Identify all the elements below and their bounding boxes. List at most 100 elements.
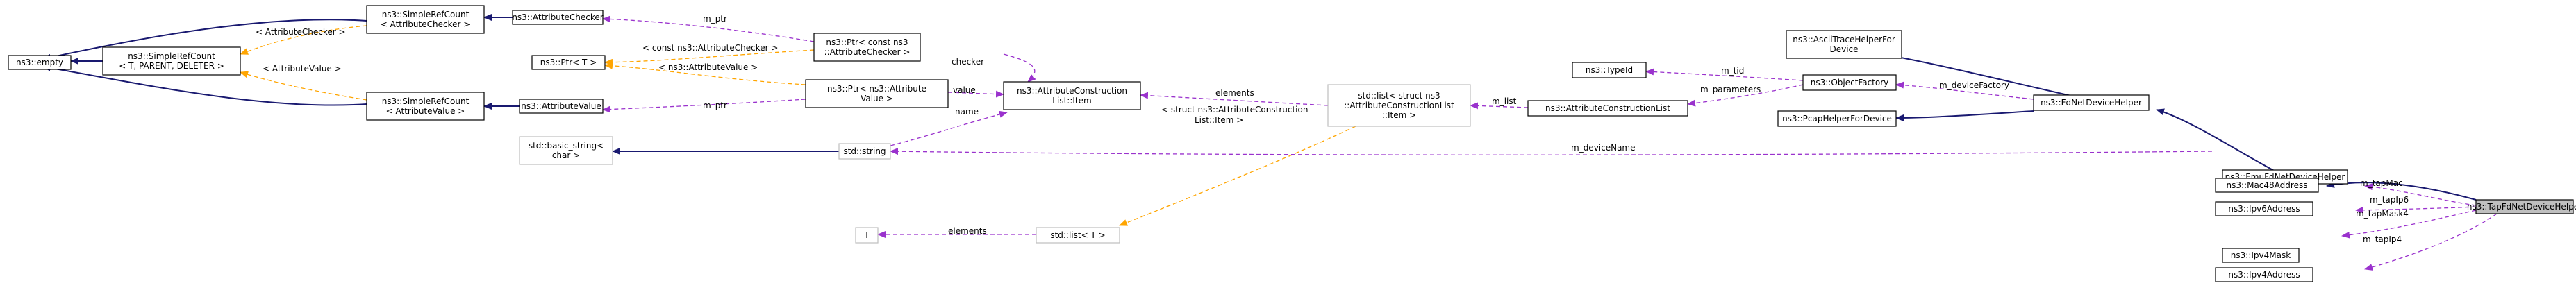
node-box xyxy=(2033,94,2150,111)
edge-m-tap-mask4 xyxy=(2341,210,2477,239)
node-box xyxy=(366,92,485,121)
node-attribute-checker[interactable]: ns3::AttributeChecker xyxy=(512,10,604,25)
node-label-line: < AttributeChecker > xyxy=(381,19,471,29)
label-m-tap-ip6: m_tapIp6 xyxy=(2370,195,2409,205)
label-value: value xyxy=(953,85,976,95)
node-fd-net-device-helper[interactable]: ns3::FdNetDeviceHelper xyxy=(2033,94,2150,111)
edge-list-item-tmpl xyxy=(1119,126,1356,226)
node-attribute-construction-list[interactable]: ns3::AttributeConstructionList xyxy=(1527,100,1688,117)
node-std-string[interactable]: std::string xyxy=(838,143,891,160)
edge-labels: < AttributeChecker > < AttributeValue > … xyxy=(256,14,2409,244)
node-box xyxy=(2215,201,2313,216)
edge-checker xyxy=(1003,53,1036,83)
edge-elements-item xyxy=(1140,92,1329,106)
node-label-line: ::AttributeChecker > xyxy=(824,47,911,57)
node-attribute-value[interactable]: ns3::AttributeValue xyxy=(519,99,604,114)
node-label-line: T xyxy=(863,230,870,240)
node-ptr-const-attribute-checker[interactable]: ns3::Ptr< const ns3::AttributeChecker > xyxy=(813,33,921,62)
node-simple-ref-count-attribute-value[interactable]: ns3::SimpleRefCount< AttributeValue > xyxy=(366,92,485,121)
label-attrvalue-tmpl: < ns3::AttributeValue > xyxy=(658,62,758,72)
edge-m-tap-ip6 xyxy=(2355,206,2477,214)
edge-value xyxy=(947,90,1004,98)
edge-m-parameters xyxy=(1687,84,1804,107)
node-label-line: ns3::PcapHelperForDevice xyxy=(1782,114,1892,123)
node-label-line: char > xyxy=(552,151,580,160)
label-m-tap-ip4: m_tapIp4 xyxy=(2363,234,2402,244)
edges xyxy=(42,14,2498,271)
node-box xyxy=(531,55,606,70)
node-t[interactable]: T xyxy=(855,227,879,244)
node-object-factory[interactable]: ns3::ObjectFactory xyxy=(1802,74,1897,91)
node-label-line: ns3::Ptr< const ns3 xyxy=(826,37,908,47)
nodes: ns3::empty ns3::SimpleRefCount< T, PAREN… xyxy=(8,5,2576,282)
node-label-line: ns3::Ptr< T > xyxy=(540,58,597,67)
node-simple-ref-count-attribute-checker[interactable]: ns3::SimpleRefCount< AttributeChecker > xyxy=(366,5,485,34)
label-checker-tmpl: < AttributeChecker > xyxy=(256,27,346,37)
node-std-list-attribute-construction-list-item[interactable]: std::list< struct ns3::AttributeConstruc… xyxy=(1327,84,1471,127)
node-label-line: ::Item > xyxy=(1382,110,1416,120)
node-label-line: ns3::Ipv4Mask xyxy=(2231,250,2291,260)
node-std-list-t[interactable]: std::list< T > xyxy=(1036,227,1120,244)
node-box xyxy=(102,46,241,76)
node-label-line: Value > xyxy=(861,94,893,103)
node-ipv4-address[interactable]: ns3::Ipv4Address xyxy=(2215,267,2313,282)
label-m-list: m_list xyxy=(1492,96,1517,106)
node-tap-fd-net-device-helper[interactable]: ns3::TapFdNetDeviceHelper xyxy=(2467,199,2576,214)
node-simple-ref-count-t-parent-deleter[interactable]: ns3::SimpleRefCount< T, PARENT, DELETER … xyxy=(102,46,241,76)
node-label-line: ns3::FdNetDeviceHelper xyxy=(2041,98,2142,108)
edge-src-value-to-empty xyxy=(42,64,367,106)
edge-m-device-factory xyxy=(1895,81,2034,100)
label-checker: checker xyxy=(952,57,984,67)
node-ns3-empty[interactable]: ns3::empty xyxy=(8,55,72,70)
node-ipv6-address[interactable]: ns3::Ipv6Address xyxy=(2215,201,2313,216)
node-ptr-t[interactable]: ns3::Ptr< T > xyxy=(531,55,606,70)
node-box xyxy=(1003,81,1141,110)
node-label-line: Device xyxy=(1829,44,1858,54)
node-mac48-address[interactable]: ns3::Mac48Address xyxy=(2215,178,2319,193)
node-type-id[interactable]: ns3::TypeId xyxy=(1572,62,1647,78)
edge-m-list xyxy=(1470,102,1529,110)
node-label-line: ns3::AttributeConstructionList xyxy=(1545,103,1670,113)
node-label-line: List::Item xyxy=(1052,96,1091,105)
label-m-device-factory: m_deviceFactory xyxy=(1939,80,2009,90)
node-label-line: ns3::Ipv4Address xyxy=(2228,270,2300,280)
edge-fdnet-to-pcap xyxy=(1895,110,2034,121)
edge-m-tap-ip4 xyxy=(2364,213,2498,271)
node-label-line: std::basic_string< xyxy=(529,141,604,151)
node-box xyxy=(1802,74,1897,91)
node-label-line: ns3::AttributeChecker xyxy=(512,12,603,22)
node-attribute-construction-list-item[interactable]: ns3::AttributeConstructionList::Item xyxy=(1003,81,1141,110)
node-label-line: ns3::AsciiTraceHelperFor xyxy=(1793,35,1895,44)
node-std-basic-string[interactable]: std::basic_string<char > xyxy=(519,136,613,165)
node-label-line: < T, PARENT, DELETER > xyxy=(119,61,224,71)
node-ipv4-mask[interactable]: ns3::Ipv4Mask xyxy=(2222,248,2300,263)
node-label-line: ns3::AttributeConstruction xyxy=(1017,86,1127,96)
edge-emu-to-fdnet xyxy=(2156,108,2286,177)
node-ptr-attribute-value[interactable]: ns3::Ptr< ns3::AttributeValue > xyxy=(805,79,949,108)
node-label-line: < AttributeValue > xyxy=(386,106,465,116)
label-m-tap-mask4: m_tapMask4 xyxy=(2356,209,2409,219)
node-pcap-helper-for-device[interactable]: ns3::PcapHelperForDevice xyxy=(1777,110,1897,127)
edge-src-checker-to-empty xyxy=(42,19,367,61)
node-label-line: ns3::empty xyxy=(16,58,63,67)
node-box xyxy=(1777,110,1897,127)
edge-ptr-value-tmpl xyxy=(604,62,806,85)
label-const-checker-tmpl: < const ns3::AttributeChecker > xyxy=(642,43,778,53)
label-m-ptr-checker: m_ptr xyxy=(703,14,727,24)
edge-src-checker-tmpl xyxy=(240,25,367,55)
label-m-parameters: m_parameters xyxy=(1700,85,1761,94)
label-name: name xyxy=(955,107,979,117)
node-box xyxy=(1786,30,1902,59)
node-label-line: std::list< struct ns3 xyxy=(1358,91,1440,101)
node-box xyxy=(1036,227,1120,244)
node-box xyxy=(2215,267,2313,282)
node-box xyxy=(838,143,891,160)
edge-name xyxy=(890,110,1008,146)
node-box xyxy=(813,33,921,62)
node-box xyxy=(366,5,485,34)
label-m-tid: m_tid xyxy=(1721,66,1744,76)
label-list-item-tmpl-2: List::Item > xyxy=(1195,115,1243,125)
node-label-line: ns3::TapFdNetDeviceHelper xyxy=(2467,202,2576,212)
